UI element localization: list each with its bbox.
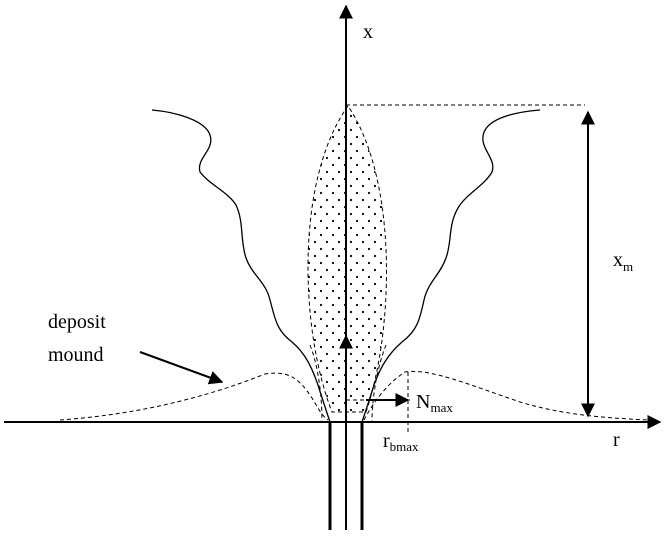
xm-label: xm bbox=[613, 249, 633, 274]
plume-outline-right bbox=[361, 109, 541, 423]
rbmax-label: rbmax bbox=[383, 430, 419, 454]
nmax-label: Nmax bbox=[416, 391, 453, 415]
r-axis-label: r bbox=[613, 429, 620, 451]
nozzle bbox=[328, 422, 364, 530]
inner-dashed-left bbox=[309, 344, 323, 423]
plume-outline-left bbox=[151, 109, 331, 423]
deposit-arrow bbox=[139, 351, 224, 385]
mound-label: mound bbox=[48, 344, 104, 366]
deposit-mound-right bbox=[363, 370, 651, 421]
x-axis-label: x bbox=[363, 21, 373, 43]
inner-dashed-right bbox=[371, 344, 387, 423]
dotted-core-region bbox=[307, 105, 387, 413]
deposit-label: deposit bbox=[48, 311, 106, 333]
deposit-mound-left bbox=[59, 372, 329, 421]
